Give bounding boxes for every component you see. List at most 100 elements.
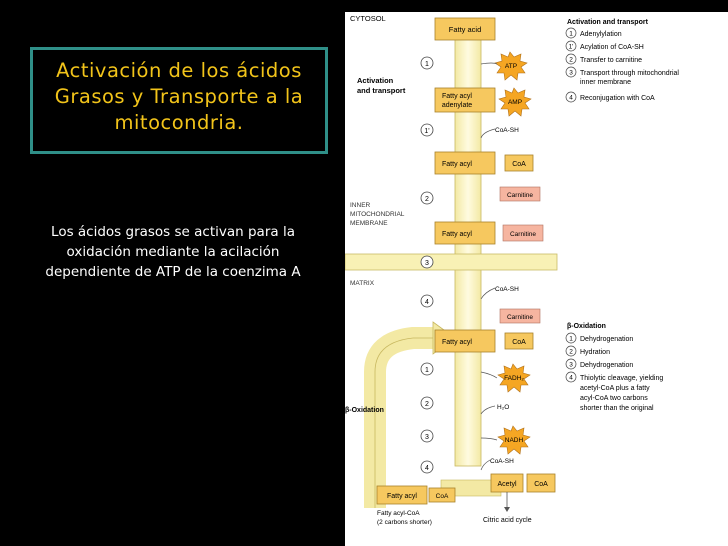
citric-acid-cycle-label: Citric acid cycle xyxy=(483,517,532,524)
svg-text:1: 1 xyxy=(569,336,573,343)
step-1: 1 xyxy=(420,56,434,70)
svg-text:4: 4 xyxy=(569,95,573,102)
step-3: 3 xyxy=(420,255,434,269)
svg-text:Dehydrogenation: Dehydrogenation xyxy=(580,336,633,343)
svg-text:4: 4 xyxy=(569,375,573,382)
amp-star: AMP xyxy=(498,87,532,117)
svg-text:CoA: CoA xyxy=(534,481,548,488)
inner-membrane-band xyxy=(345,253,558,271)
svg-text:Fatty acid: Fatty acid xyxy=(449,25,482,34)
fatty-acyl-coa-label: Fatty acyl-CoA xyxy=(377,510,420,517)
fatty-acid-oxidation-figure: CYTOSOL Activation and transport INNER M… xyxy=(345,12,728,546)
cytosol-label: CYTOSOL xyxy=(350,14,386,23)
svg-text:Hydration: Hydration xyxy=(580,349,610,356)
inner-membrane-label-3: MEMBRANE xyxy=(350,220,388,227)
slide-title-line-3: mitocondria. xyxy=(114,111,244,134)
svg-text:3: 3 xyxy=(425,434,429,441)
legend-item: 3 Dehydrogenation xyxy=(565,358,633,370)
svg-text:2: 2 xyxy=(569,57,573,64)
slide-title-line-2: Grasos y Transporte a la xyxy=(54,85,304,108)
svg-text:1': 1' xyxy=(569,44,574,51)
body-line-2: oxidación mediante la acilación xyxy=(66,244,280,260)
svg-text:Transfer to carnitine: Transfer to carnitine xyxy=(580,57,642,64)
legend-item: 2 Transfer to carnitine xyxy=(565,53,642,65)
svg-text:2: 2 xyxy=(425,196,429,203)
svg-text:Activation and transport: Activation and transport xyxy=(567,19,649,26)
step-2: 2 xyxy=(420,191,434,205)
svg-text:Adenylylation: Adenylylation xyxy=(580,31,622,38)
beta-step-2: 2 xyxy=(420,396,434,410)
svg-text:Fatty acyl: Fatty acyl xyxy=(442,231,472,238)
svg-text:Fatty acyl: Fatty acyl xyxy=(442,93,472,100)
step-4: 4 xyxy=(420,294,434,308)
pathway-diagram: CYTOSOL Activation and transport INNER M… xyxy=(345,14,679,526)
svg-text:Thiolytic cleavage, yielding: Thiolytic cleavage, yielding xyxy=(580,375,663,382)
svg-text:ATP: ATP xyxy=(505,63,517,70)
atp-star: ATP xyxy=(494,51,528,81)
svg-text:1': 1' xyxy=(424,128,429,135)
fadh2-star: FADH₂ xyxy=(497,363,531,393)
legend-item: 2 Hydration xyxy=(565,345,610,357)
svg-text:CoA: CoA xyxy=(512,339,526,346)
slide-title-box: Activación de los ácidos Grasos y Transp… xyxy=(30,47,328,154)
body-line-3: dependiente de ATP de la coenzima A xyxy=(45,264,301,280)
svg-text:Carnitine: Carnitine xyxy=(507,192,533,199)
legend-item-continued: acyl-CoA two carbons xyxy=(580,395,648,402)
beta-step-3: 3 xyxy=(420,429,434,443)
coash-in-label: CoA-SH xyxy=(495,127,519,134)
svg-text:Fatty acyl: Fatty acyl xyxy=(442,161,472,168)
svg-text:adenylate: adenylate xyxy=(442,102,472,109)
svg-text:Carnitine: Carnitine xyxy=(510,231,536,238)
svg-text:4: 4 xyxy=(425,299,429,306)
legend-item: 1' Acylation of CoA-SH xyxy=(565,40,644,52)
legend-item-continued: inner membrane xyxy=(580,79,631,86)
legend-item: 1 Dehydrogenation xyxy=(565,332,633,344)
inner-membrane-label-1: INNER xyxy=(350,202,371,209)
svg-text:CoA: CoA xyxy=(436,493,449,500)
carnitine-in-box: Carnitine xyxy=(499,186,541,202)
svg-text:Reconjugation with CoA: Reconjugation with CoA xyxy=(580,95,655,102)
legend-item-continued: acetyl-CoA plus a fatty xyxy=(580,385,650,392)
svg-text:NADH: NADH xyxy=(505,437,524,444)
fatty-acyl-coa-box-matrix: Fatty acyl CoA xyxy=(434,329,534,353)
inner-membrane-label-2: MITOCHONDRIAL xyxy=(350,211,405,218)
beta-step-4: 4 xyxy=(420,460,434,474)
legend-item: 3 Transport through mitochondrial xyxy=(565,66,679,78)
svg-text:Acetyl: Acetyl xyxy=(497,481,517,488)
slide-title-line-1: Activación de los ácidos xyxy=(56,59,302,82)
legend-item: 4 Reconjugation with CoA xyxy=(565,91,655,103)
two-carbons-shorter-label: (2 carbons shorter) xyxy=(377,519,432,526)
fatty-acyl-coa-shorter-box: Fatty acyl CoA xyxy=(376,485,456,505)
legend-item-continued: shorter than the original xyxy=(580,405,654,412)
svg-text:Carnitine: Carnitine xyxy=(507,314,533,321)
svg-text:3: 3 xyxy=(569,70,573,77)
coash-bottom-label: CoA-SH xyxy=(490,458,514,465)
activation-label-line-2: and transport xyxy=(357,86,406,95)
svg-text:1: 1 xyxy=(425,61,429,68)
svg-text:Dehydrogenation: Dehydrogenation xyxy=(580,362,633,369)
slide-body-text: Los ácidos grasos se activan para la oxi… xyxy=(28,222,318,282)
fatty-acyl-coa-box-cytosol: Fatty acyl CoA xyxy=(434,151,534,175)
svg-text:β-Oxidation: β-Oxidation xyxy=(567,323,606,330)
svg-text:Acylation of CoA-SH: Acylation of CoA-SH xyxy=(580,44,644,51)
legend-item: 1 Adenylylation xyxy=(565,27,622,39)
activation-label-line-1: Activation xyxy=(357,76,394,85)
nadh-star: NADH xyxy=(497,425,531,455)
step-1-prime: 1' xyxy=(420,123,434,137)
svg-text:1: 1 xyxy=(425,367,429,374)
svg-text:Transport through mitochondria: Transport through mitochondrial xyxy=(580,70,679,77)
coash-matrix-label: CoA-SH xyxy=(495,286,519,293)
legend-item: 4 Thiolytic cleavage, yielding xyxy=(565,371,663,383)
svg-text:Fatty acyl: Fatty acyl xyxy=(442,339,472,346)
fatty-acyl-carnitine-box: Fatty acyl Carnitine xyxy=(434,221,544,245)
svg-text:FADH₂: FADH₂ xyxy=(504,375,524,382)
svg-text:1: 1 xyxy=(569,31,573,38)
matrix-label: MATRIX xyxy=(350,280,375,287)
beta-step-1: 1 xyxy=(420,362,434,376)
fatty-acyl-adenylate-box: Fatty acyl adenylate xyxy=(434,87,496,113)
svg-text:3: 3 xyxy=(569,362,573,369)
svg-text:3: 3 xyxy=(425,260,429,267)
svg-text:2: 2 xyxy=(569,349,573,356)
